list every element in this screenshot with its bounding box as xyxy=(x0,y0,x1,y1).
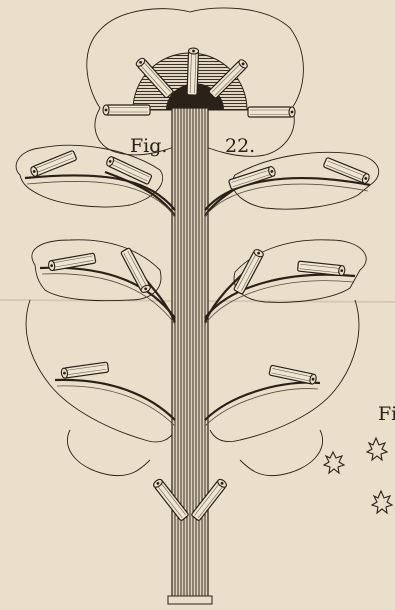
figure-label-prefix: Fig. xyxy=(130,135,167,157)
figure-label-number: 22. xyxy=(225,135,255,157)
star-spark-icon xyxy=(324,438,392,513)
tree-trunk xyxy=(168,108,212,604)
adjacent-figure-label: Fi xyxy=(378,403,395,425)
